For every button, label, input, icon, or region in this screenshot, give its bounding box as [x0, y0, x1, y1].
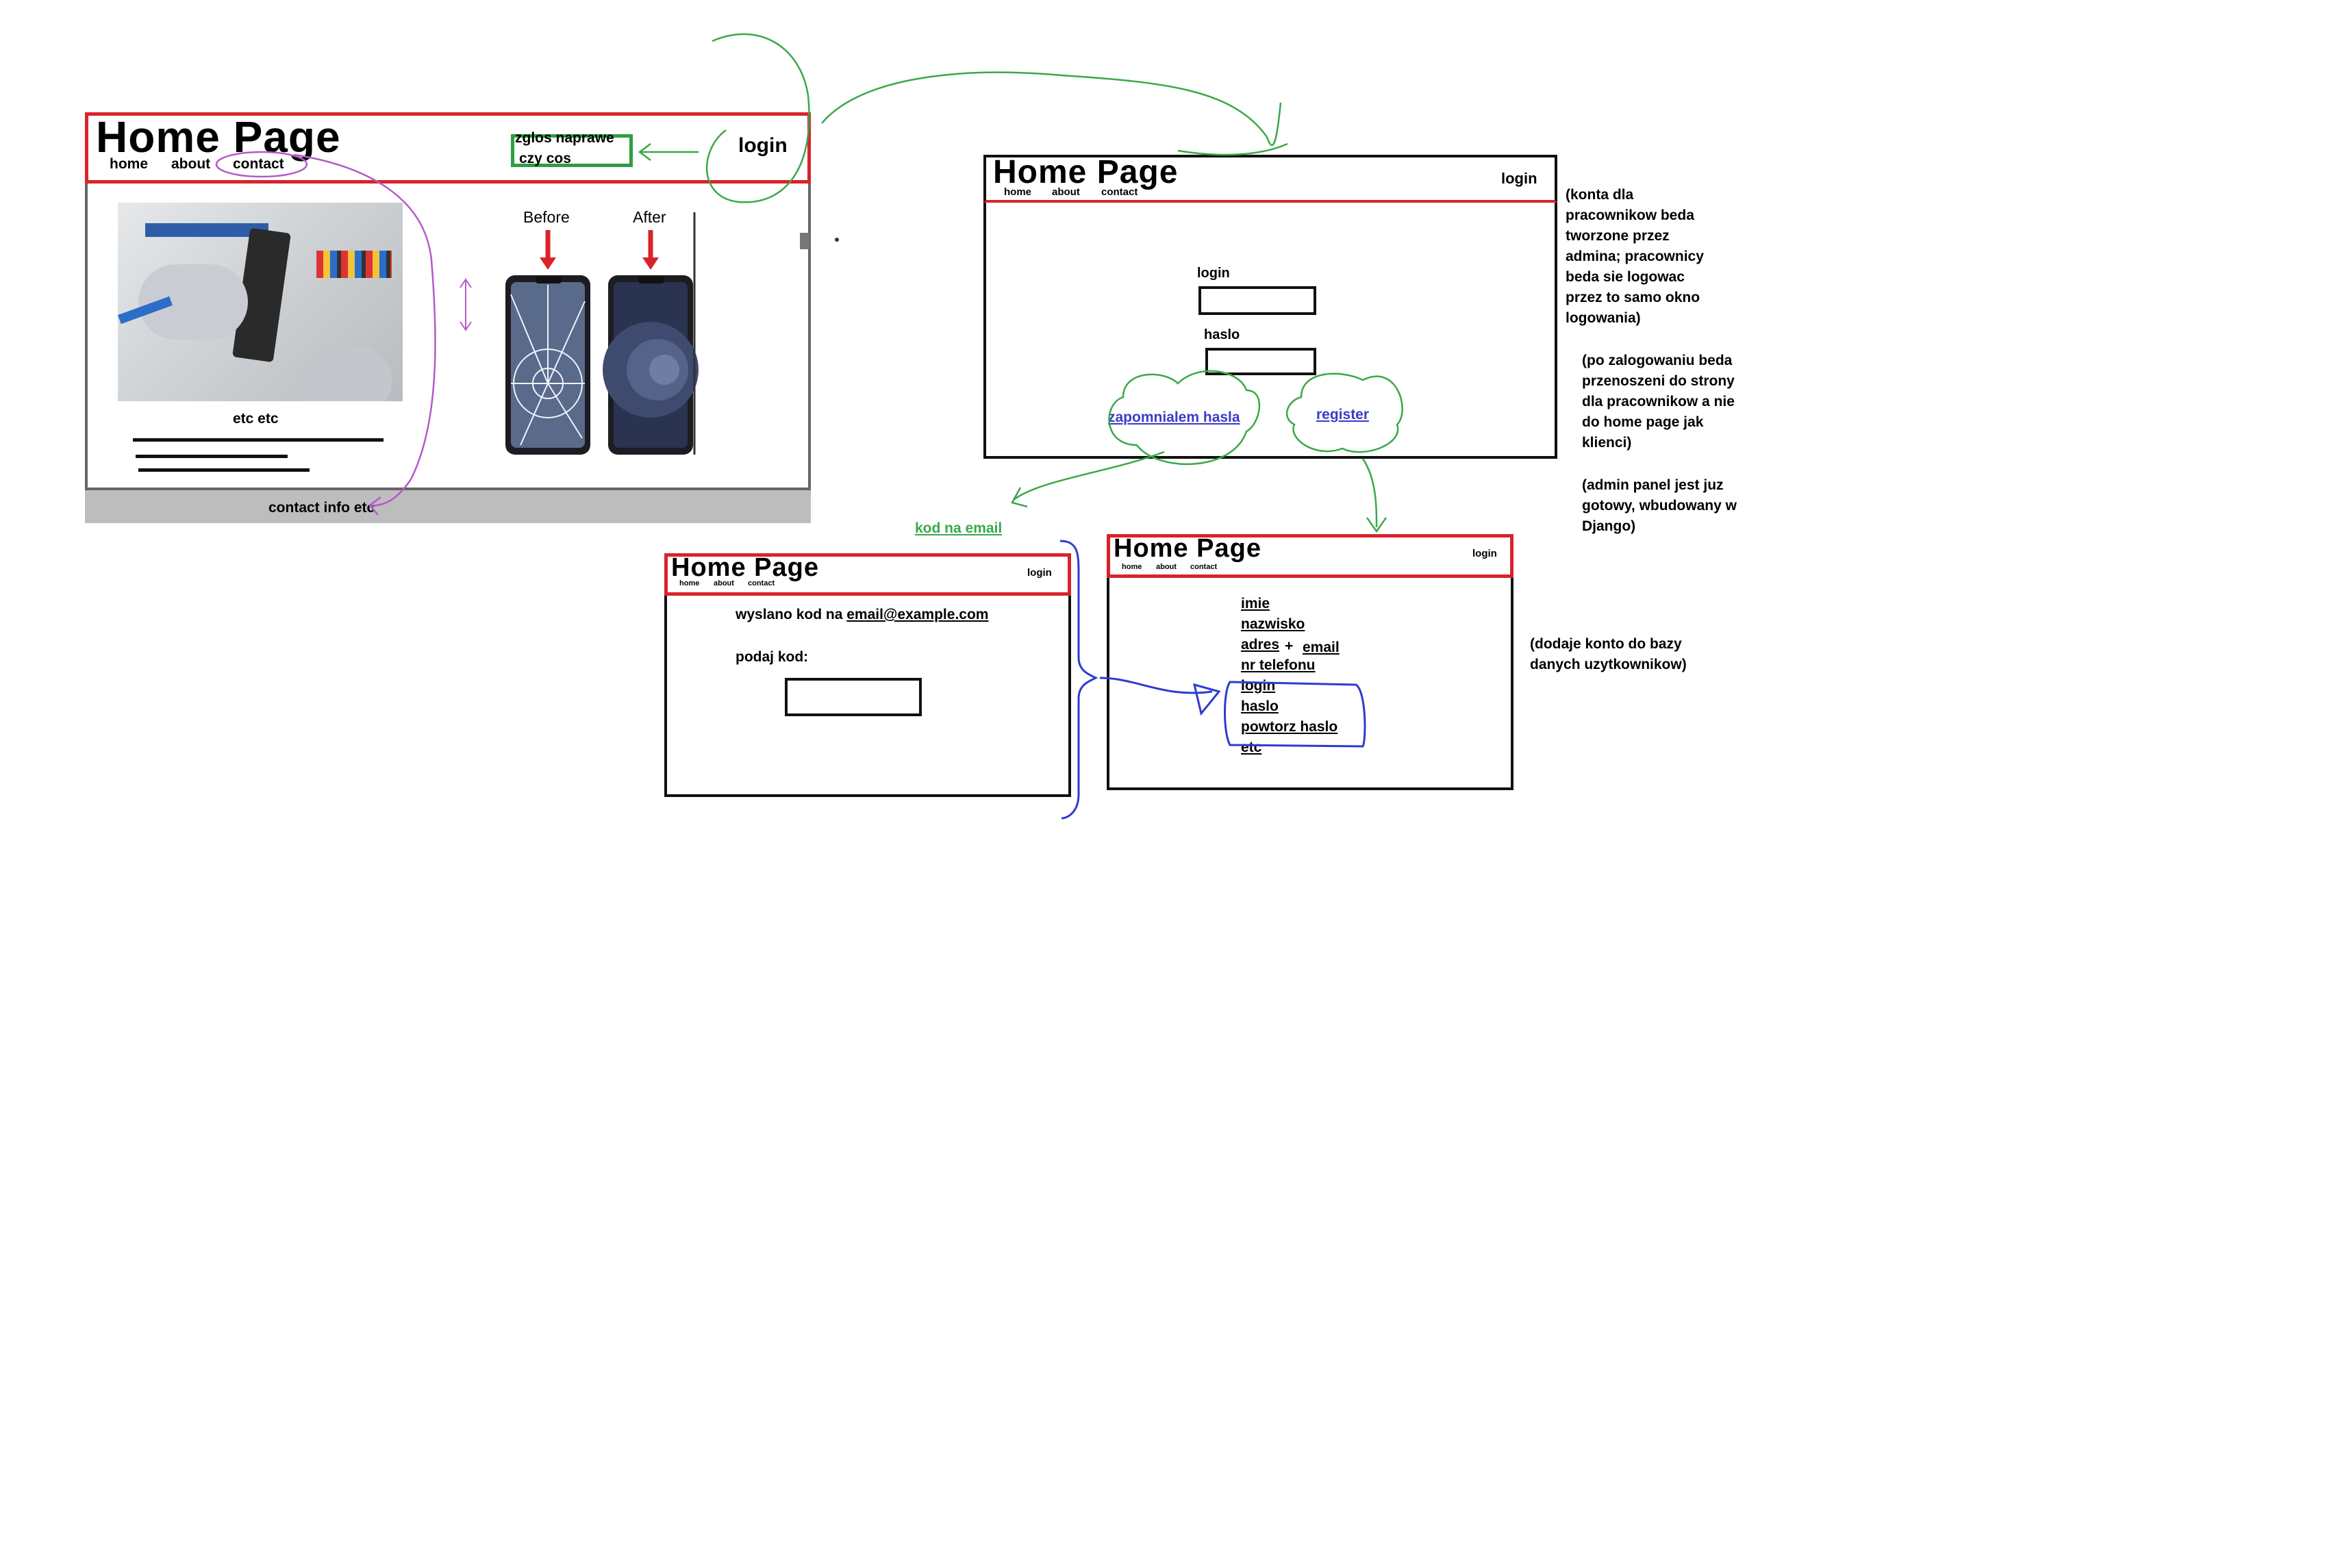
code-sent-prefix: wyslano kod na — [736, 607, 843, 622]
report-repair-line1: zglos naprawe — [515, 130, 614, 146]
field-imie: imie — [1241, 596, 1270, 611]
accounts-note-line: (konta dla — [1566, 187, 1634, 203]
field-adres: adres — [1241, 637, 1280, 653]
code-email-annotation: kod na email — [915, 520, 1003, 536]
text-line-3 — [138, 468, 310, 472]
code-nav-contact[interactable]: contact — [748, 579, 775, 587]
code-sent-text: wyslano kod na email@example.com — [736, 607, 988, 623]
enter-code-label: podaj kod: — [736, 649, 809, 665]
field-plus: + — [1285, 638, 1294, 654]
after-login-note-line: (po zalogowaniu beda — [1582, 353, 1733, 368]
after-login-note-line: przenoszeni do strony — [1582, 373, 1735, 389]
field-nazwisko: nazwisko — [1241, 616, 1305, 632]
register-link[interactable]: register — [1316, 407, 1370, 422]
admin-note-line: (admin panel jest juz — [1582, 477, 1724, 493]
accounts-note-line: beda sie logowac — [1566, 269, 1685, 285]
after-login-note-line: dla pracownikow a nie — [1582, 394, 1735, 409]
login-link[interactable]: login — [738, 134, 788, 157]
accounts-note-line: przez to samo okno — [1566, 290, 1700, 305]
page-title: Home Page — [96, 112, 341, 162]
field-etc: etc — [1241, 739, 1262, 755]
nav-contact[interactable]: contact — [233, 156, 284, 172]
login-field-label: login — [1197, 266, 1230, 281]
register-header — [1107, 534, 1513, 578]
accounts-note-line: logowania) — [1566, 310, 1641, 326]
code-email: email@example.com — [846, 607, 989, 622]
password-field-label: haslo — [1204, 327, 1240, 342]
code-nav-about[interactable]: about — [714, 579, 734, 587]
register-nav-home[interactable]: home — [1122, 563, 1142, 571]
footer-bar — [85, 488, 811, 523]
after-label: After — [633, 208, 666, 226]
forgot-password-link[interactable]: zapomnialem hasla — [1108, 409, 1240, 425]
code-header-login[interactable]: login — [1027, 567, 1052, 579]
register-nav-about[interactable]: about — [1156, 563, 1177, 571]
login-input[interactable] — [1198, 286, 1316, 315]
code-input[interactable] — [785, 678, 922, 716]
code-header — [664, 553, 1071, 596]
green-arrow-to-login — [821, 71, 1282, 147]
admin-note-line: Django) — [1582, 518, 1636, 534]
login-header — [983, 155, 1557, 203]
accounts-note: (konta dla pracownikow beda tworzone prz… — [1566, 185, 1704, 329]
after-login-note: (po zalogowaniu beda przenoszeni do stro… — [1582, 351, 1735, 453]
field-login: login — [1241, 678, 1276, 694]
code-page-title: Home Page — [671, 553, 819, 582]
accounts-note-line: tworzone przez — [1566, 228, 1670, 244]
green-arrow-to-register — [1361, 458, 1378, 528]
text-line-1 — [133, 438, 384, 442]
register-nav-contact[interactable]: contact — [1190, 563, 1218, 571]
report-repair-line2: czy cos — [519, 151, 571, 166]
register-header-login[interactable]: login — [1472, 548, 1497, 559]
login-nav-home[interactable]: home — [1004, 186, 1032, 198]
db-note-line: danych uzytkownikow) — [1530, 657, 1687, 672]
login-page-title: Home Page — [993, 154, 1179, 190]
nav-home[interactable]: home — [110, 156, 149, 172]
text-line-2 — [136, 455, 288, 458]
repair-photo — [118, 203, 403, 401]
field-phone: nr telefonu — [1241, 657, 1316, 673]
code-nav-home[interactable]: home — [679, 579, 700, 587]
before-label: Before — [523, 208, 570, 226]
field-repeat-password: powtorz haslo — [1241, 719, 1338, 735]
home-page-header — [85, 112, 811, 184]
admin-note: (admin panel jest juz gotowy, wbudowany … — [1582, 475, 1737, 537]
nav-about[interactable]: about — [171, 156, 211, 172]
footer-text: contact info etc — [268, 500, 375, 516]
login-nav-about[interactable]: about — [1052, 186, 1080, 198]
after-login-note-line: klienci) — [1582, 435, 1632, 451]
report-repair-box[interactable] — [511, 134, 633, 167]
green-arrow-to-code — [1013, 451, 1165, 501]
accounts-note-line: admina; pracownicy — [1566, 249, 1704, 264]
register-page-title: Home Page — [1114, 534, 1261, 563]
login-header-link[interactable]: login — [1501, 170, 1537, 187]
db-note-line: (dodaje konto do bazy — [1530, 636, 1682, 652]
photo-caption: etc etc — [233, 411, 279, 427]
admin-note-line: gotowy, wbudowany w — [1582, 498, 1737, 514]
field-email: email — [1303, 640, 1340, 655]
db-note: (dodaje konto do bazy danych uzytkowniko… — [1530, 634, 1687, 675]
after-login-note-line: do home page jak — [1582, 414, 1704, 430]
password-input[interactable] — [1205, 348, 1316, 375]
login-nav-contact[interactable]: contact — [1101, 186, 1138, 198]
field-haslo: haslo — [1241, 698, 1279, 714]
accounts-note-line: pracownikow beda — [1566, 207, 1694, 223]
